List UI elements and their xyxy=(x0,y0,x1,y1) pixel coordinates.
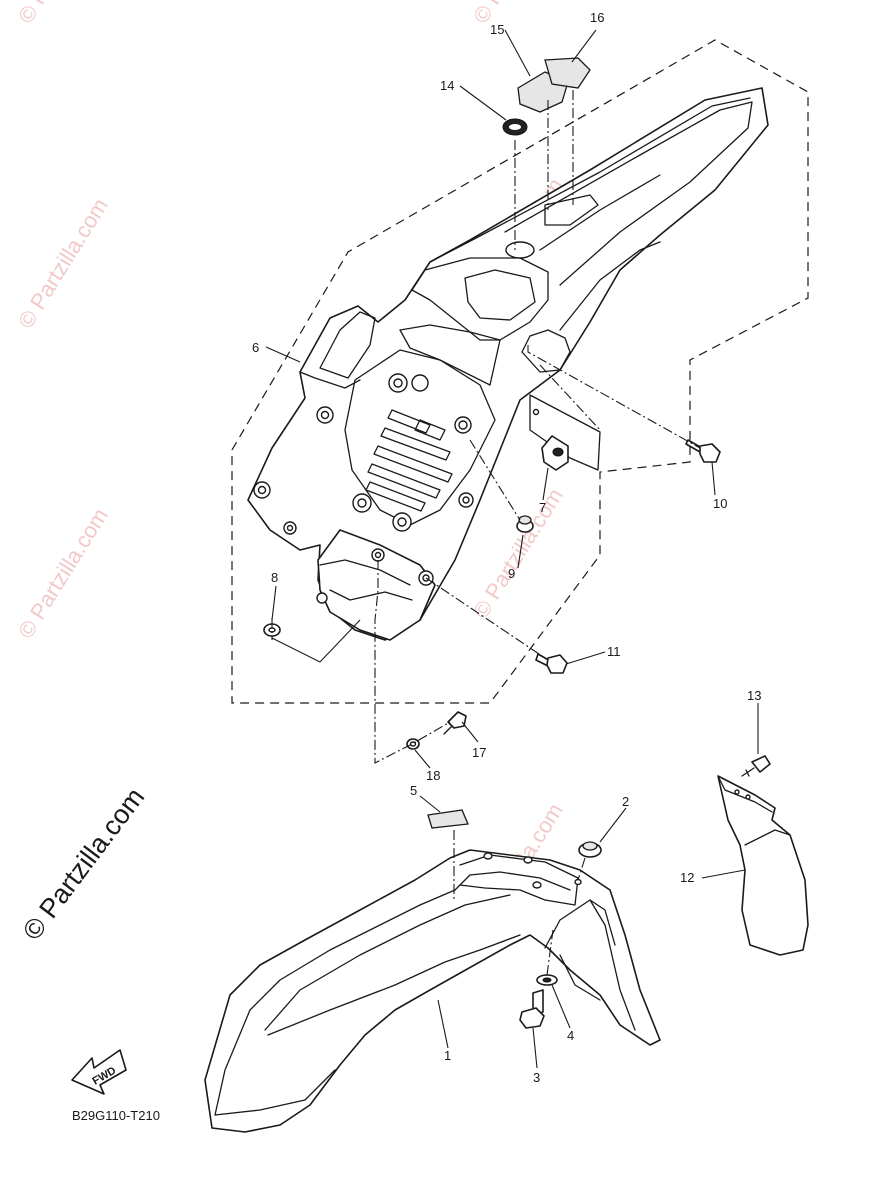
assembly-lines-front xyxy=(453,830,586,976)
grommet-2 xyxy=(578,841,602,858)
bolt-3 xyxy=(519,989,545,1029)
callout-9: 9 xyxy=(508,566,515,581)
clip-nut-7 xyxy=(541,435,569,471)
watermark-text: © Partzilla.com xyxy=(468,484,568,623)
callout-17: 17 xyxy=(472,745,486,760)
label-5 xyxy=(427,809,469,829)
seat-pad-16 xyxy=(544,57,591,89)
callout-7: 7 xyxy=(539,500,546,515)
fwd-arrow-icon: FWD xyxy=(71,1049,127,1095)
callout-1: 1 xyxy=(444,1048,451,1063)
copyright-text: © Partzilla.com xyxy=(17,782,150,945)
callout-leaders xyxy=(265,29,759,1069)
watermark-text: © Partzilla.com xyxy=(13,194,113,333)
rear-fender xyxy=(247,87,769,641)
callout-16: 16 xyxy=(590,10,604,25)
callout-10: 10 xyxy=(713,496,727,511)
mud-flap-12 xyxy=(717,775,809,956)
front-fender xyxy=(204,849,661,1133)
washer-4 xyxy=(536,974,558,986)
callout-18: 18 xyxy=(426,768,440,783)
callout-14: 14 xyxy=(440,78,454,93)
diagram-code: B29G110-T210 xyxy=(72,1108,160,1123)
bolt-17 xyxy=(443,711,467,735)
bolt-10 xyxy=(685,439,721,463)
assembly-lines-rear xyxy=(271,90,701,764)
callout-5: 5 xyxy=(410,783,417,798)
emblem-14 xyxy=(502,118,528,136)
vent-slots xyxy=(365,409,453,512)
grommet-9 xyxy=(516,515,534,533)
screw-13 xyxy=(741,755,771,777)
callout-4: 4 xyxy=(567,1028,574,1043)
callout-2: 2 xyxy=(622,794,629,809)
callout-12: 12 xyxy=(680,870,694,885)
callout-13: 13 xyxy=(747,688,761,703)
callout-15: 15 xyxy=(490,22,504,37)
callout-6: 6 xyxy=(252,340,259,355)
callout-11: 11 xyxy=(607,644,621,659)
bolt-11 xyxy=(535,653,568,674)
watermark-text: © Partzilla.com xyxy=(13,504,113,643)
nut-18 xyxy=(406,738,420,750)
callout-labels: 1 2 3 4 5 6 7 8 9 10 11 12 13 14 15 16 1… xyxy=(252,10,761,1085)
callout-8: 8 xyxy=(271,570,278,585)
watermark-text: © Partzilla.com xyxy=(468,0,568,28)
callout-3: 3 xyxy=(533,1070,540,1085)
watermark-text: © Partzilla.com xyxy=(13,0,113,28)
